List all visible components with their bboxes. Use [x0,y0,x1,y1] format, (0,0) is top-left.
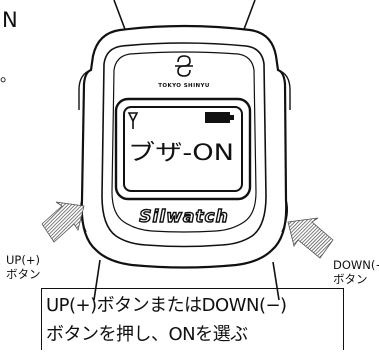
battery-icon [205,112,234,123]
lcd-buzzer-status: ブザ-ON [128,141,234,166]
antenna-icon [127,112,139,129]
left-shoulder [78,69,92,110]
instruction-caption-box: UP(+)ボタンまたはDOWN(−) ボタンを押し、ONを選ぶ [41,288,344,350]
lower-strap [93,259,280,301]
instruction-line-1: UP(+)ボタンまたはDOWN(−) [46,295,287,316]
up-button-label: UP(+) ボタン [6,253,41,281]
down-button-label-line1: DOWN(−) [333,258,379,272]
lcd-inner-frame [123,106,243,192]
watch-crystal [111,51,257,233]
cropped-punctuation-fragment: 。 [0,66,17,85]
cropped-text-fragment: N [2,8,18,32]
up-button-label-line1: UP(+) [6,253,40,267]
instruction-line-2: ボタンを押し、ONを選ぶ [46,324,248,345]
watch-brand: Silwatch [139,207,228,227]
upper-strap [113,0,256,33]
up-button-label-line2: ボタン [6,266,41,281]
down-button-label-line2: ボタン [333,271,368,286]
brand-logo-icon [175,55,193,77]
right-lower-shoulder [281,199,289,233]
down-button-label: DOWN(−) ボタン [333,258,379,286]
down-button-arrow-icon [287,217,334,259]
up-button-arrow-icon [41,201,85,243]
right-shoulder [277,69,291,110]
brand-logo-text: TOKYO SHINYU [158,83,210,89]
